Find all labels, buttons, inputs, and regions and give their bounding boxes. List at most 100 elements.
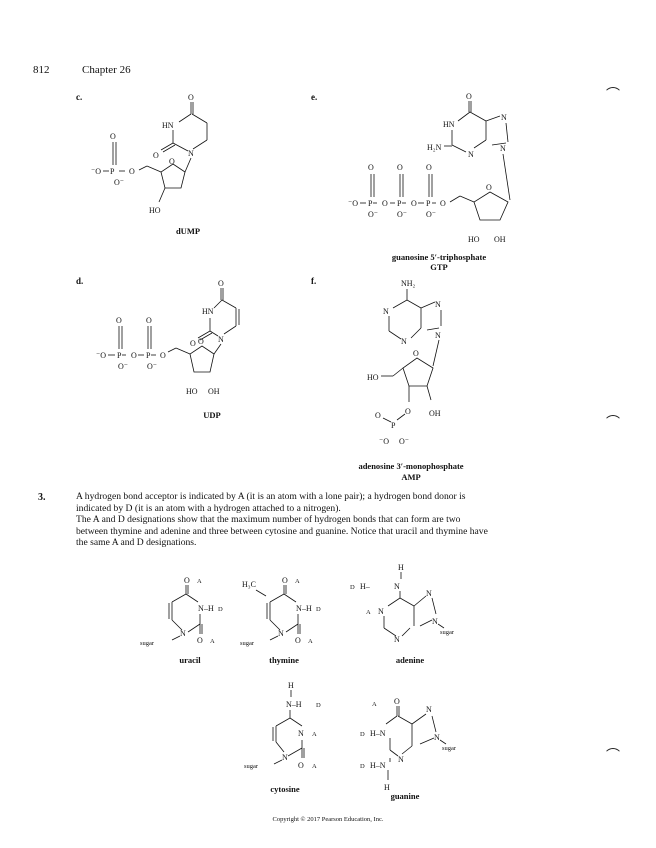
svg-text:A: A <box>295 578 300 585</box>
svg-text:NH₂: NH₂ <box>401 279 416 288</box>
chapter-title: Chapter 26 <box>82 64 131 76</box>
svg-text:P: P <box>397 199 402 208</box>
svg-text:N: N <box>435 300 441 309</box>
svg-text:N: N <box>426 705 432 714</box>
problem-text: A hydrogen bond acceptor is indicated by… <box>76 491 591 549</box>
svg-text:O: O <box>397 163 403 172</box>
svg-text:O: O <box>405 407 411 416</box>
svg-text:D: D <box>360 731 365 738</box>
svg-text:H: H <box>288 681 294 690</box>
label-cytosine: cytosine <box>270 784 300 794</box>
svg-text:sugar: sugar <box>240 640 255 647</box>
svg-text:N: N <box>394 635 400 644</box>
label-guanine: guanine <box>390 791 420 801</box>
svg-text:O: O <box>110 132 116 141</box>
svg-text:⁻O: ⁻O <box>348 199 358 208</box>
svg-text:–H: –H <box>203 604 214 613</box>
svg-text:A: A <box>312 763 317 770</box>
problem-line-4: between thymine and adenine and three be… <box>76 525 488 537</box>
caption-gtp: guanosine 5′-triphosphate <box>391 252 487 262</box>
svg-text:N: N <box>501 113 507 122</box>
svg-text:O: O <box>411 199 417 208</box>
margin-mark: ⌒ <box>606 416 620 431</box>
svg-text:O: O <box>440 199 446 208</box>
svg-text:A: A <box>210 638 215 645</box>
svg-text:N: N <box>296 604 302 613</box>
svg-text:–H: –H <box>301 604 312 613</box>
svg-text:HO: HO <box>186 387 198 396</box>
svg-text:N: N <box>278 629 284 638</box>
svg-text:O: O <box>486 183 492 192</box>
svg-text:D: D <box>218 606 223 613</box>
svg-text:O⁻: O⁻ <box>368 210 378 219</box>
svg-text:A: A <box>308 638 313 645</box>
svg-text:O: O <box>382 199 388 208</box>
margin-mark: ⌒ <box>606 88 620 103</box>
svg-text:O: O <box>466 92 472 101</box>
svg-text:O: O <box>129 167 135 176</box>
svg-text:O: O <box>169 157 175 166</box>
svg-text:O: O <box>375 411 381 420</box>
svg-text:O⁻: O⁻ <box>147 362 157 371</box>
svg-text:N: N <box>198 604 204 613</box>
problem-number: 3. <box>38 492 46 503</box>
svg-text:sugar: sugar <box>442 745 457 752</box>
svg-text:O: O <box>198 337 204 346</box>
svg-text:H–N: H–N <box>370 729 386 738</box>
svg-text:OH: OH <box>429 409 441 418</box>
label-uracil: uracil <box>179 655 201 665</box>
svg-text:A: A <box>312 731 317 738</box>
svg-text:sugar: sugar <box>140 640 155 647</box>
svg-text:O: O <box>426 163 432 172</box>
svg-text:N: N <box>435 331 441 340</box>
copyright-footer: Copyright © 2017 Pearson Education, Inc. <box>272 816 384 823</box>
problem-line-2: indicated by D (it is an atom with a hyd… <box>76 502 341 514</box>
svg-text:O: O <box>146 316 152 325</box>
svg-text:N: N <box>282 753 288 762</box>
svg-text:OH: OH <box>208 387 220 396</box>
svg-text:P: P <box>117 351 122 360</box>
part-d-label: d. <box>76 276 84 286</box>
svg-text:⁻O: ⁻O <box>96 351 106 360</box>
svg-text:O: O <box>153 151 159 160</box>
svg-text:O⁻: O⁻ <box>118 362 128 371</box>
svg-text:N: N <box>426 589 432 598</box>
svg-text:A: A <box>366 609 371 616</box>
svg-text:O: O <box>413 349 419 358</box>
svg-text:N: N <box>398 755 404 764</box>
svg-text:O: O <box>190 339 196 348</box>
svg-text:O: O <box>295 636 301 645</box>
svg-text:N: N <box>394 582 400 591</box>
svg-text:N: N <box>383 307 389 316</box>
svg-text:O: O <box>160 351 166 360</box>
svg-text:N: N <box>188 149 194 158</box>
svg-text:H₃C: H₃C <box>242 580 256 589</box>
svg-text:HO: HO <box>149 206 161 215</box>
svg-text:H: H <box>398 563 404 572</box>
svg-text:D: D <box>350 584 355 591</box>
svg-text:⁻O: ⁻O <box>91 167 101 176</box>
svg-text:H–: H– <box>360 582 371 591</box>
svg-text:O: O <box>116 316 122 325</box>
svg-text:A: A <box>372 701 377 708</box>
svg-text:D: D <box>360 763 365 770</box>
caption-amp-abbr: AMP <box>401 472 421 482</box>
svg-text:N–H: N–H <box>286 700 302 709</box>
svg-text:⁻O: ⁻O <box>379 437 389 446</box>
svg-text:O⁻: O⁻ <box>399 437 409 446</box>
svg-text:N: N <box>218 335 224 344</box>
part-e-label: e. <box>311 92 318 102</box>
page-number: 812 <box>33 64 50 76</box>
svg-text:O: O <box>394 697 400 706</box>
svg-text:A: A <box>197 578 202 585</box>
svg-text:OH: OH <box>494 235 506 244</box>
caption-udp: UDP <box>203 410 221 420</box>
svg-text:O⁻: O⁻ <box>397 210 407 219</box>
svg-text:O: O <box>282 576 288 585</box>
